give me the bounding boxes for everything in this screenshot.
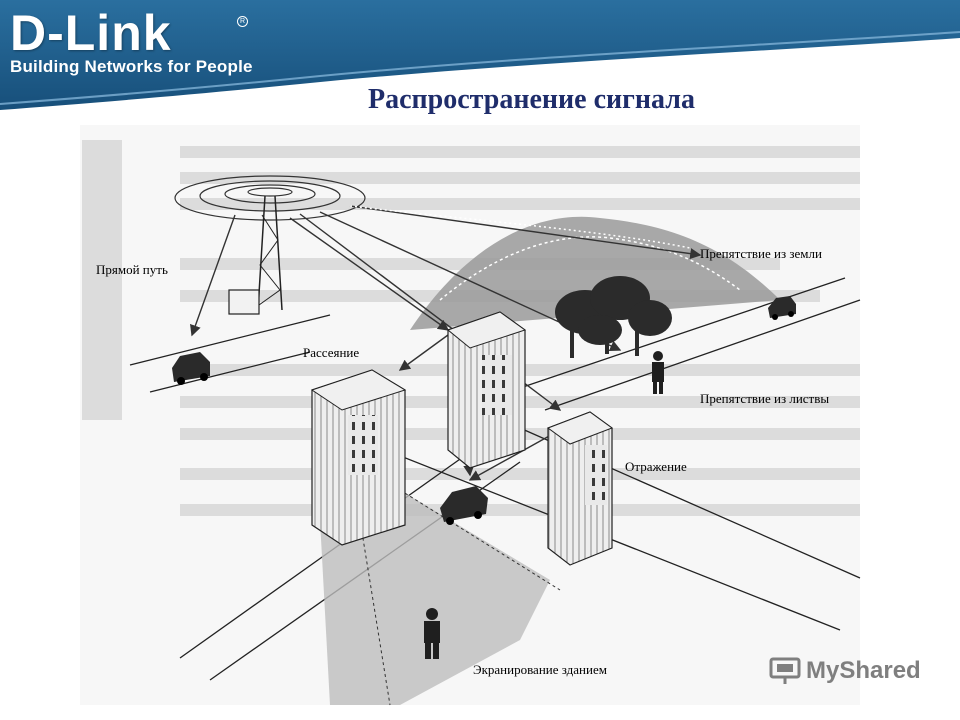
foliage-trees	[555, 276, 672, 358]
logo-tagline: Building Networks for People	[10, 57, 253, 76]
label-foliage-obstacle: Препятствие из листвы	[700, 391, 830, 406]
signal-paths	[190, 205, 702, 481]
shadow-line	[359, 519, 391, 706]
header-banner	[0, 0, 960, 110]
building-left	[310, 369, 407, 546]
car-center	[440, 486, 488, 525]
person-shadow	[424, 608, 440, 659]
building-center	[446, 311, 527, 469]
banner-background	[0, 0, 960, 110]
building-shadow	[320, 490, 550, 705]
label-scattering: Рассеяние	[303, 345, 360, 360]
label-terrain-obstacle: Препятствие из земли	[700, 246, 822, 261]
building-right	[546, 411, 614, 566]
antenna-tower	[174, 175, 366, 315]
logo-text: D-Link	[10, 5, 172, 61]
registered-mark: R	[237, 16, 248, 27]
terrain-hill	[410, 216, 780, 330]
slide-title: Распространение сигнала	[368, 84, 695, 115]
car-right	[768, 296, 796, 320]
watermark-text: MyShared	[806, 657, 921, 684]
car-left	[172, 352, 210, 385]
label-building-shadowing: Экранирование зданием	[473, 662, 607, 677]
presentation-screen-icon	[769, 657, 801, 684]
myshared-watermark: MyShared	[768, 656, 921, 686]
label-direct-path: Прямой путь	[96, 262, 168, 277]
person-foliage	[652, 351, 664, 394]
label-reflection: Отражение	[625, 459, 687, 474]
dlink-logo: D-Link R Building Networks for People	[10, 4, 253, 76]
shadow-line	[399, 489, 561, 591]
